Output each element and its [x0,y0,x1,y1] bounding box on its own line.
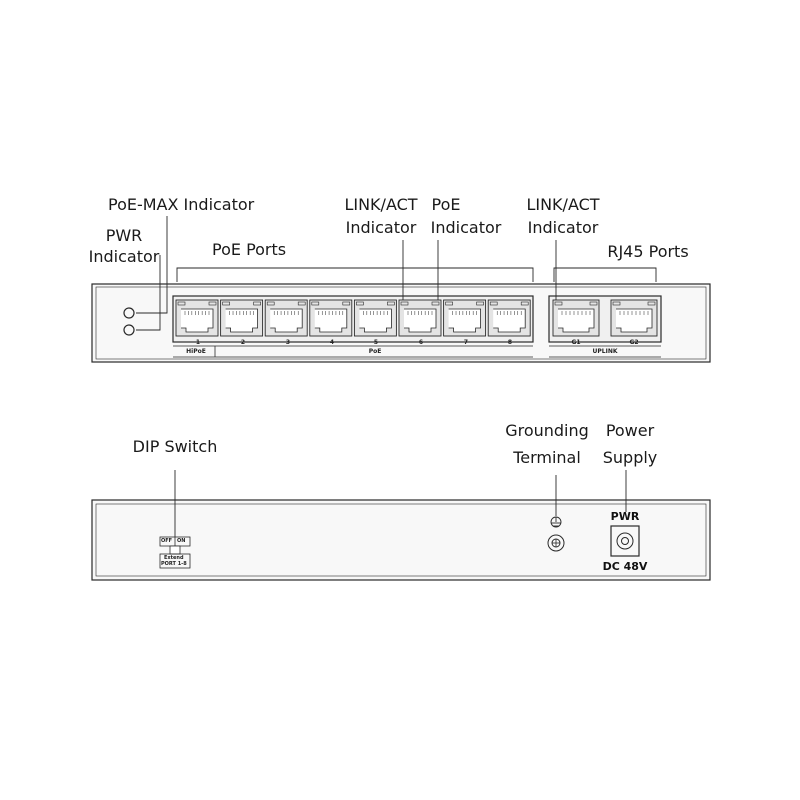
linkact-indicator-label-line2: Indicator [345,218,417,237]
port-number-2: 2 [240,339,246,346]
uplink-port-number-g2: G2 [629,339,639,346]
uplink-port-g1 [552,299,600,337]
dip-ports-label: PORT 1-8 [161,561,187,567]
pwr-indicator-label-line1: PWR [105,226,143,245]
dip-on-label: ON [177,538,186,544]
uplink-group-label: UPLINK [592,348,618,355]
poe-ports-label: PoE Ports [212,240,287,259]
pwr-mark: PWR [610,510,640,523]
port-number-7: 7 [463,339,469,346]
poe-indicator-label-line1: PoE [431,195,461,214]
poe-max-led [123,307,135,319]
rj45-ports-label: RJ45 Ports [607,242,689,261]
uplink-port-number-g1: G1 [571,339,581,346]
poe-port-2 [220,299,264,337]
voltage-label: DC 48V [602,560,648,573]
dip-switch-label: DIP Switch [132,437,218,456]
uplink-linkact-label-line1: LINK/ACT [526,195,600,214]
grounding-terminal-label-line2: Terminal [513,448,581,467]
ground-terminal [547,534,565,552]
poe-port-3 [264,299,308,337]
poe-group-label: PoE [368,348,382,355]
poe-ports-bracket [176,267,534,282]
dip-switch-lever [169,545,181,555]
uplink-linkact-label-line2: Indicator [527,218,599,237]
power-supply-label-line1: Power [605,421,655,440]
rear-chassis-inner [95,503,707,577]
hipoe-group-label: HiPoE [186,348,206,355]
port-number-4: 4 [329,339,335,346]
port-number-1: 1 [195,339,201,346]
port-number-8: 8 [507,339,513,346]
poe-max-indicator-label: PoE-MAX Indicator [108,195,255,214]
power-jack [610,525,640,557]
dip-off-label: OFF [161,538,173,544]
poe-max-leader [136,216,168,314]
port-number-6: 6 [418,339,424,346]
poe-port-7 [443,299,487,337]
pwr-indicator-label-line2: Indicator [88,247,160,266]
rj45-ports-bracket [553,267,657,282]
front-chassis-inner [95,286,707,360]
rear-chassis [91,499,711,581]
ground-icon [550,516,562,528]
linkact-indicator-label-line1: LINK/ACT [344,195,418,214]
port-number-5: 5 [373,339,379,346]
grounding-terminal-label-line1: Grounding [505,421,589,440]
port-number-3: 3 [285,339,291,346]
uplink-port-g2 [610,299,658,337]
poe-port-8 [487,299,531,337]
poe-port-5 [353,299,397,337]
poe-port-1 [175,299,219,337]
poe-port-4 [309,299,353,337]
dip-extend-label: Extend [164,555,184,561]
poe-port-6 [398,299,442,337]
poe-indicator-label-line2: Indicator [430,218,502,237]
power-supply-label-line2: Supply [602,448,658,467]
pwr-leader [136,255,161,331]
pwr-led [123,324,135,336]
